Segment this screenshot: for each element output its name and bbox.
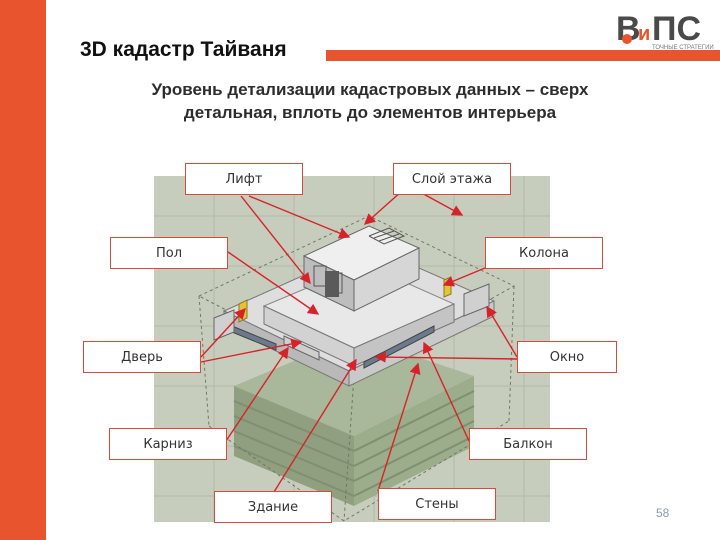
callout-floor-layer: Слой этажа <box>393 163 511 195</box>
slide-title: 3D кадастр Тайваня <box>80 38 287 61</box>
left-accent-bar <box>0 0 46 540</box>
callout-column: Колона <box>485 237 603 269</box>
callout-walls: Стены <box>378 488 496 520</box>
callout-window: Окно <box>517 341 617 373</box>
page-number: 58 <box>656 506 670 520</box>
title-underline-bar <box>326 50 720 61</box>
callout-balcony: Балкон <box>469 428 587 460</box>
subtitle-line-1: Уровень детализации кадастровых данных –… <box>151 80 589 99</box>
callout-building: Здание <box>214 491 332 523</box>
logo-tagline: ТОЧНЫЕ СТРАТЕГИИ <box>652 45 714 51</box>
callout-cornice: Карниз <box>109 428 227 460</box>
svg-text:ПС: ПС <box>652 10 701 48</box>
callout-floor: Пол <box>110 237 228 269</box>
callout-door: Дверь <box>83 341 201 373</box>
slide-subtitle: Уровень детализации кадастровых данных –… <box>80 78 660 124</box>
callout-lift: Лифт <box>185 163 303 195</box>
svg-text:и: и <box>638 23 650 45</box>
subtitle-line-2: детальная, вплоть до элементов интерьера <box>183 103 557 122</box>
vips-logo: В и ПС ТОЧНЫЕ СТРАТЕГИИ <box>616 10 714 51</box>
